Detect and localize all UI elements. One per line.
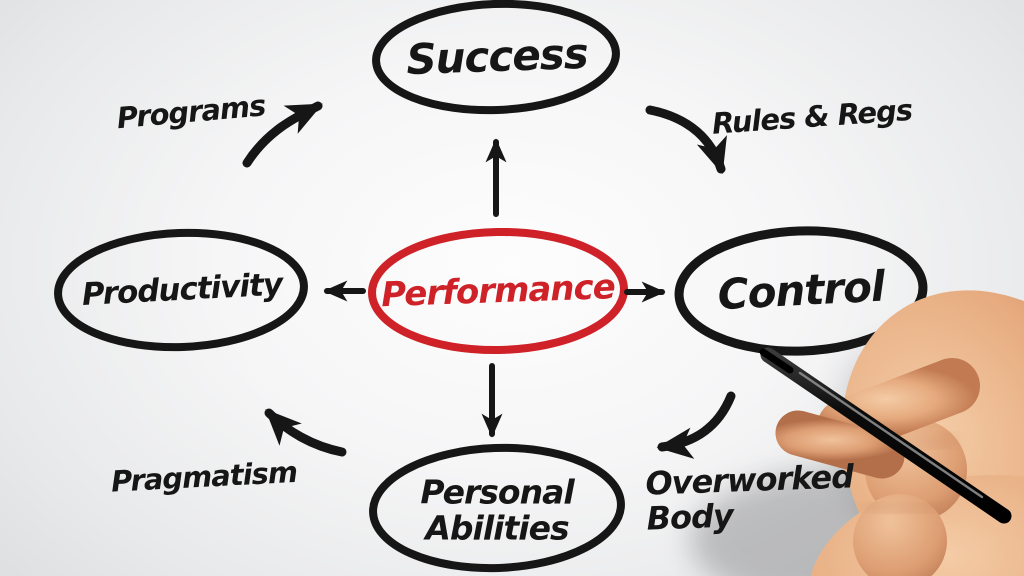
arrow-control-to-personal-abilities xyxy=(656,391,736,459)
control-node-label: Control xyxy=(716,261,886,320)
performance-node-label: Performance xyxy=(380,267,616,316)
personal-abilities-line2: Abilities xyxy=(425,508,569,547)
hand-holding-pen xyxy=(759,290,1024,576)
pen-tip xyxy=(759,348,794,374)
thumb xyxy=(775,410,905,479)
personal-abilities-line1: Personal xyxy=(420,472,574,512)
arrow-personal-abilities-to-productivity xyxy=(264,408,347,457)
pen xyxy=(759,347,1012,524)
success-node-label: Success xyxy=(405,28,589,85)
arrow-success-to-control xyxy=(645,105,727,175)
finger-crease xyxy=(861,503,939,513)
productivity-ellipse xyxy=(54,228,308,352)
arrow-productivity-to-success xyxy=(242,101,323,168)
success-ellipse xyxy=(372,0,620,115)
overworked-body-line2: Body xyxy=(645,496,734,538)
control-ellipse xyxy=(674,226,928,356)
pen-barrel xyxy=(760,347,1012,524)
performance-ellipse xyxy=(368,227,628,355)
personal-abilities-ellipse xyxy=(369,443,625,573)
pen-highlight xyxy=(798,371,984,499)
overworked-body-line1: Overworked xyxy=(644,457,854,503)
personal-abilities-node-label: Personal Abilities xyxy=(420,472,574,547)
overworked-body-edge-label: Overworked Body xyxy=(644,457,855,538)
ring-finger-knuckle xyxy=(853,494,947,576)
